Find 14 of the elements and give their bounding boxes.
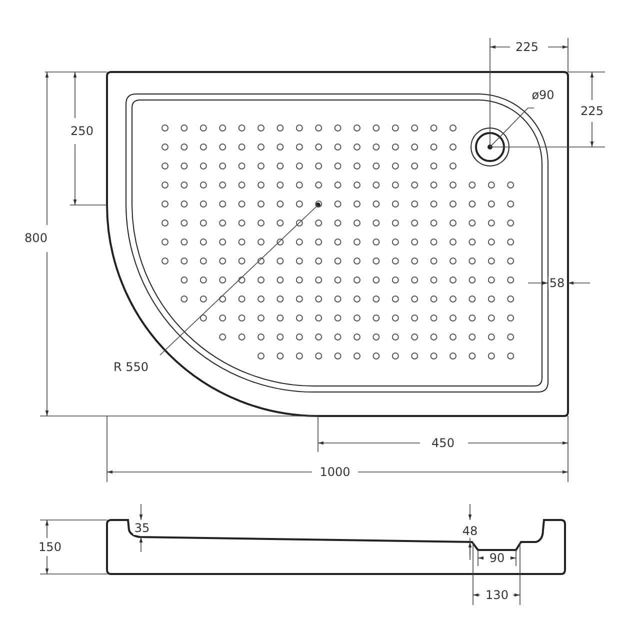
dimension-label: 250 <box>70 124 94 138</box>
dimension-label: 130 <box>484 588 510 602</box>
dimension-label: 225 <box>514 40 540 54</box>
dimension-label: 35 <box>133 521 151 535</box>
dimension-label: 58 <box>548 276 566 290</box>
dimension-label: 1000 <box>318 465 352 479</box>
dimension-label: 48 <box>461 524 479 538</box>
dimension-label: ø90 <box>530 88 556 102</box>
dimension-label: 800 <box>24 231 48 245</box>
dimension-label: 225 <box>580 104 604 118</box>
dimension-label: 150 <box>38 540 62 554</box>
dimension-label: 450 <box>430 436 456 450</box>
dimension-label: R 550 <box>112 360 150 374</box>
dimension-label: 90 <box>488 551 506 565</box>
